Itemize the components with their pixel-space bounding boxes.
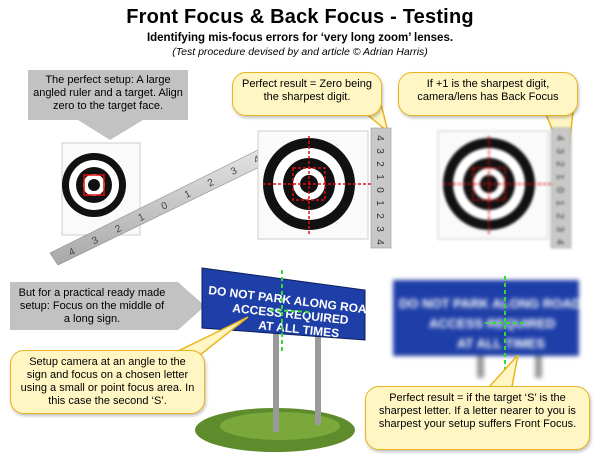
ruler-digit: 2 [554, 161, 565, 167]
page-title: Front Focus & Back Focus - Testing [126, 6, 474, 28]
ruler-digit: 3 [554, 226, 565, 232]
ruler-digit: 1 [183, 188, 193, 201]
ruler-digit: 2 [114, 223, 124, 236]
ruler-digit: 0 [160, 200, 170, 213]
perfect-setup-callout: The perfect setup: A large angled ruler … [28, 72, 188, 115]
blurred-sign-focus-marks [485, 276, 525, 373]
ruler-digit: 0 [554, 187, 565, 193]
ruler-digit: 4 [554, 239, 565, 245]
road-sign-blurred-scene: DO NOT PARK ALONG ROAD ACCESS REQUIRED A… [393, 280, 581, 378]
ruler-digit: 4 [374, 135, 385, 141]
sign-post-left [273, 322, 279, 432]
ruler-digit: 2 [374, 161, 385, 167]
ruler-digit: 2 [206, 177, 216, 190]
target-scene-center: 4 3 2 1 0 1 2 3 4 [257, 127, 392, 249]
vertical-ruler-center: 4 3 2 1 0 1 2 3 4 [370, 127, 392, 249]
target-scene-right: 4 3 2 1 0 1 2 3 4 [437, 127, 572, 249]
sign-blur-line-3: AT ALL TIMES [457, 336, 545, 351]
sign-blur-line-1: DO NOT PARK ALONG ROAD [399, 296, 581, 311]
ruler-digit: 4 [67, 246, 77, 259]
ruler-digit: 1 [554, 200, 565, 206]
ruler-digit: 3 [90, 235, 100, 248]
back-focus-callout: If +1 is the sharpest digit, camera/lens… [398, 72, 578, 116]
vertical-ruler-right: 4 3 2 1 0 1 2 3 4 [550, 127, 572, 249]
road-sign-blurred: DO NOT PARK ALONG ROAD ACCESS REQUIRED A… [393, 280, 581, 356]
target-card-right [437, 130, 565, 240]
ruler-digit: 3 [374, 226, 385, 232]
ruler-digit: 3 [374, 148, 385, 154]
front-focus-callout: Perfect result = if the target ‘S’ is th… [365, 386, 590, 450]
ruler-digit: 4 [252, 154, 262, 167]
ruler-digit: 4 [554, 135, 565, 141]
ruler-digit: 2 [554, 213, 565, 219]
ruler-digit: 1 [374, 200, 385, 206]
ruler-digit: 3 [554, 148, 565, 154]
ruler-digit: 1 [554, 174, 565, 180]
ruler-digit: 0 [374, 187, 385, 193]
ruler-digit: 3 [229, 165, 239, 178]
target-card-center [257, 130, 385, 240]
sign-post-right [315, 317, 321, 425]
credit-line: (Test procedure devised by and article ©… [172, 46, 428, 58]
zero-sharpest-callout: Perfect result = Zero being the sharpest… [232, 72, 382, 116]
page-subtitle: Identifying mis-focus errors for ‘very l… [146, 32, 454, 44]
practical-setup-callout: But for a practical ready made setup: Fo… [12, 285, 172, 328]
setup-camera-callout: Setup camera at an angle to the sign and… [10, 350, 205, 414]
ruler-digit: 2 [374, 213, 385, 219]
ruler-digit: 1 [137, 212, 147, 225]
ruler-digit: 1 [374, 174, 385, 180]
ruler-digit: 4 [374, 239, 385, 245]
